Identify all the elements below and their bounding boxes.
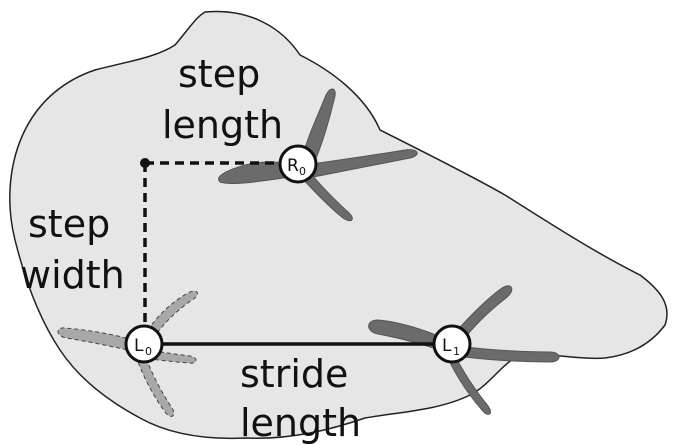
node-l1-circle bbox=[434, 326, 470, 362]
node-l0: L 0 bbox=[126, 326, 162, 362]
node-r0-subscript: 0 bbox=[299, 165, 306, 178]
node-l0-letter: L bbox=[134, 336, 144, 356]
step-width-label-line2: width bbox=[20, 253, 125, 297]
node-l1: L 1 bbox=[434, 326, 470, 362]
node-r0-letter: R bbox=[287, 156, 299, 176]
corner-point bbox=[140, 158, 150, 168]
node-r0: R 0 bbox=[280, 146, 316, 182]
node-l0-circle bbox=[126, 326, 162, 362]
step-length-label-line1: step bbox=[178, 52, 260, 96]
node-l1-subscript: 1 bbox=[453, 345, 460, 358]
stride-length-label-line1: stride bbox=[240, 352, 348, 396]
step-width-label-line1: step bbox=[28, 202, 110, 246]
node-l0-subscript: 0 bbox=[145, 345, 152, 358]
step-length-label-line2: length bbox=[162, 103, 283, 147]
node-l1-letter: L bbox=[442, 336, 452, 356]
stride-length-label-line2: length bbox=[240, 401, 361, 445]
